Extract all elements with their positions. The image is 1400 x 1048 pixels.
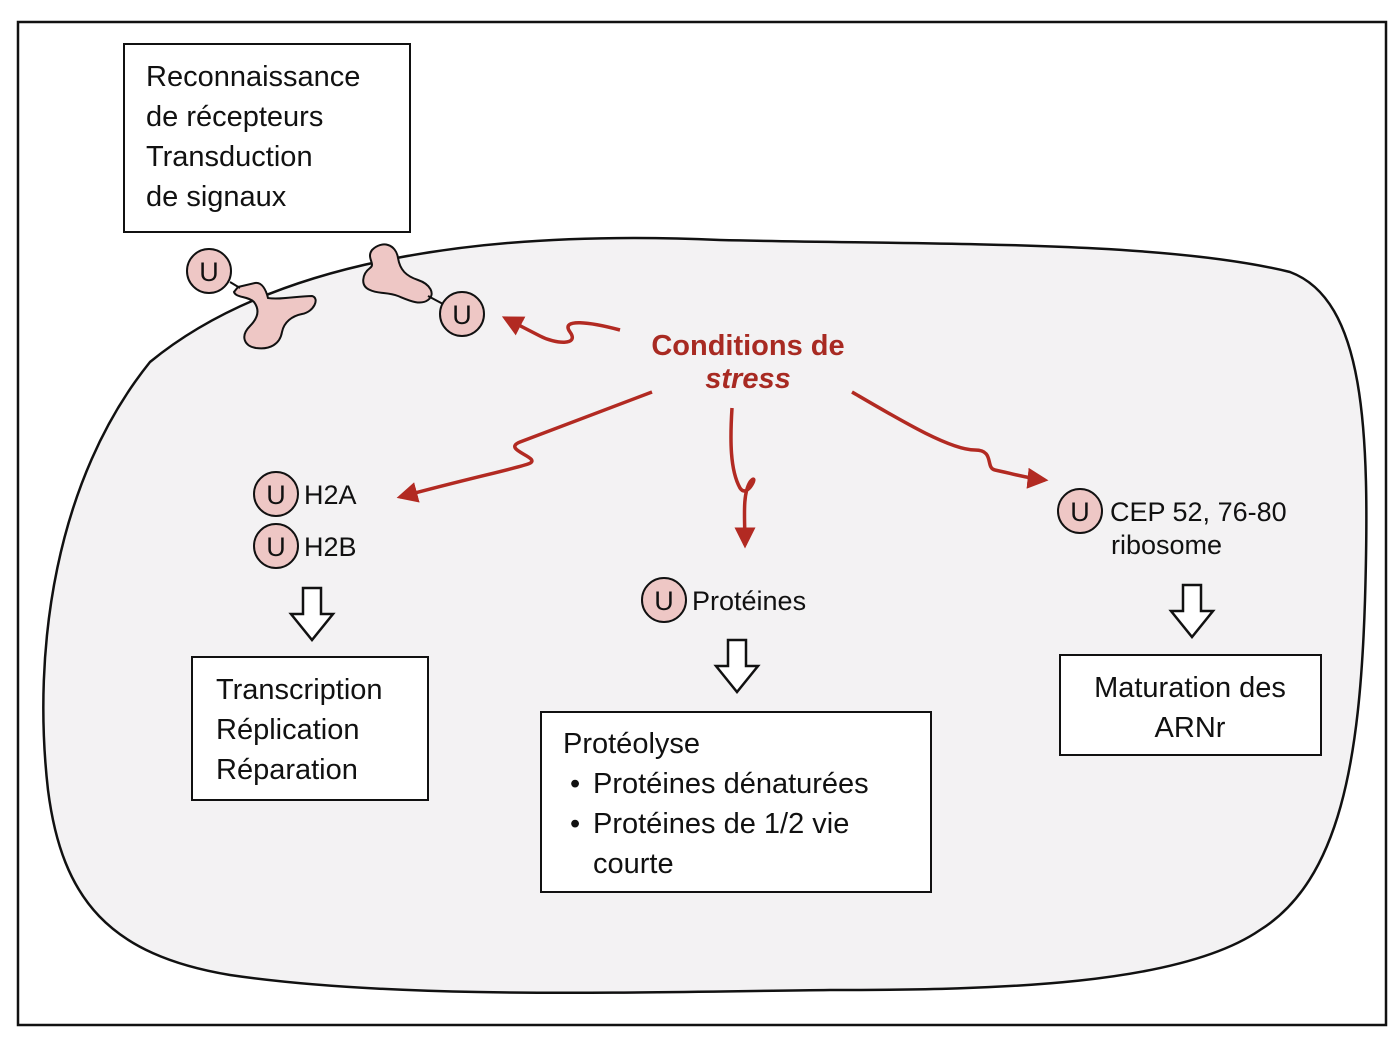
- stress-label-line-1: Conditions de: [651, 330, 844, 362]
- proteins-label: Protéines: [692, 586, 806, 616]
- rrna-maturation-box: Maturation des ARNr: [1059, 654, 1322, 756]
- receptor-icon: [229, 281, 317, 350]
- wavy-arrow-icon: [396, 390, 653, 503]
- svg-text:U: U: [654, 586, 674, 616]
- cell-membrane: [42, 236, 1368, 995]
- receptor-line-4: de signaux: [146, 181, 287, 213]
- ribosome-label-line-1: CEP 52, 76-80: [1110, 497, 1287, 527]
- receptor-function-box: Reconnaissance de récepteurs Transductio…: [123, 43, 411, 233]
- ubiquitin-receptor-left: U: [186, 248, 232, 294]
- histone-function-line-3: Réparation: [216, 754, 358, 786]
- rrna-line-2: ARNr: [1155, 712, 1226, 744]
- ubiquitin-ribosome: U: [1057, 488, 1103, 534]
- proteolysis-title: Protéolyse: [563, 728, 700, 760]
- receptor-icon: [362, 243, 444, 305]
- bullet: •: [570, 808, 580, 840]
- svg-text:U: U: [1070, 497, 1090, 527]
- histone-h2b-label: H2B: [304, 532, 357, 562]
- stress-label-line-2: stress: [705, 363, 790, 395]
- hollow-down-arrow-icon: [713, 638, 761, 694]
- hollow-down-arrow-icon: [1168, 583, 1216, 639]
- proteolysis-item-1: Protéines dénaturées: [593, 768, 869, 800]
- proteolysis-item-2-continued: courte: [593, 848, 674, 880]
- receptor-line-1: Reconnaissance: [146, 61, 360, 93]
- rrna-line-1: Maturation des: [1094, 672, 1286, 704]
- wavy-arrow-icon: [729, 407, 756, 549]
- histone-function-box: Transcription Réplication Réparation: [191, 656, 429, 801]
- histone-h2a-label: H2A: [304, 480, 357, 510]
- hollow-down-arrow-icon: [288, 586, 336, 642]
- receptor-line-3: Transduction: [146, 141, 313, 173]
- histone-function-line-2: Réplication: [216, 714, 359, 746]
- ubiquitin-receptor-right: U: [439, 291, 485, 337]
- svg-text:U: U: [266, 532, 286, 562]
- wavy-arrow-icon: [851, 390, 1049, 489]
- histone-function-line-1: Transcription: [216, 674, 383, 706]
- svg-text:U: U: [266, 480, 286, 510]
- ribosome-label-line-2: ribosome: [1111, 530, 1222, 560]
- svg-text:U: U: [452, 300, 472, 330]
- bullet: •: [570, 768, 580, 800]
- ubiquitin-proteins: U: [641, 577, 687, 623]
- ubiquitin-h2b: U: [253, 523, 299, 569]
- wavy-arrow-icon: [501, 316, 621, 344]
- proteolysis-box: Protéolyse • Protéines dénaturées • Prot…: [540, 711, 932, 893]
- proteolysis-item-2: Protéines de 1/2 vie: [593, 808, 849, 840]
- svg-text:U: U: [199, 257, 219, 287]
- ubiquitin-h2a: U: [253, 471, 299, 517]
- receptor-line-2: de récepteurs: [146, 101, 323, 133]
